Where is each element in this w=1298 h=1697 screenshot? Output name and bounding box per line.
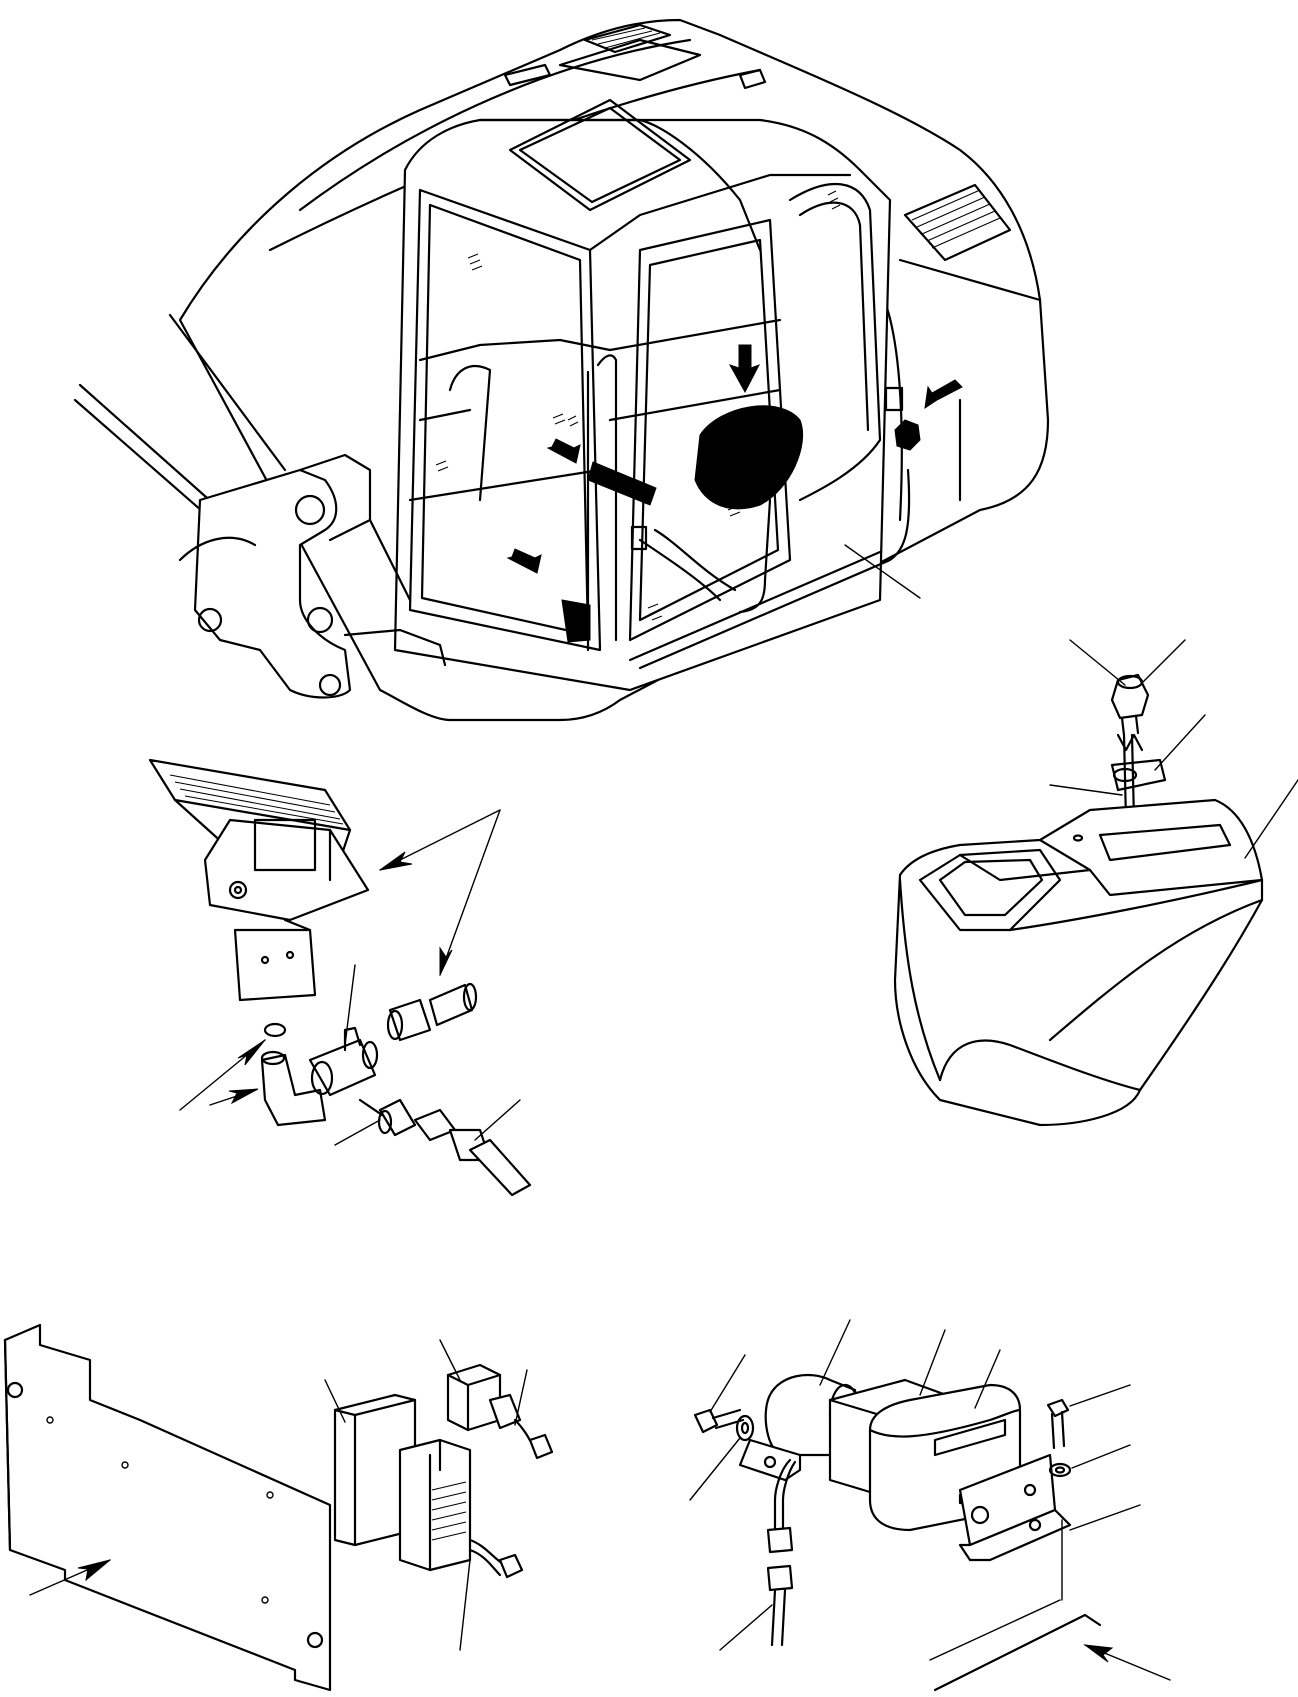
o-ring [263, 1022, 287, 1038]
switch-lead-wire [468, 1138, 532, 1197]
leader-line-harness [844, 544, 921, 599]
engine-hood-line [298, 38, 692, 212]
tee-fitting [308, 1038, 377, 1097]
console-top-recess [918, 848, 1062, 932]
roof-window [508, 98, 692, 212]
controller-panel-assembly [3, 1323, 554, 1692]
relay-unit [446, 1363, 502, 1432]
leader-lines-horn [689, 1319, 1171, 1681]
vent-grille-top [583, 23, 672, 54]
washer-left [735, 1414, 755, 1442]
horn-wire [773, 1458, 797, 1532]
location-arrows-cab [506, 344, 963, 574]
washer-right [1048, 1462, 1072, 1478]
connector-pin-rows [431, 1481, 467, 1541]
leader-lines-console [1049, 639, 1298, 859]
switch-mount-plate [1110, 758, 1167, 792]
horn-bracket [738, 1438, 802, 1482]
excavator-cab-overview [73, 18, 1050, 722]
relay-component-highlight [587, 461, 657, 506]
leader-lines-pedal [179, 809, 521, 1146]
hose-adapter [388, 998, 432, 1042]
cab-door-frame [628, 218, 792, 642]
pedal-valve-body [233, 928, 317, 1002]
horn-wire-connector [766, 1564, 794, 1592]
leader-lines-controller [29, 1339, 528, 1651]
pedal-tread-pattern [169, 774, 344, 825]
mount-bolt-left [693, 1408, 719, 1434]
controller-mount-panel [3, 1323, 332, 1692]
seat-component-highlight [694, 405, 804, 510]
operator-cab [393, 98, 892, 692]
wiring-harness [628, 468, 911, 670]
side-access-plate [884, 386, 904, 412]
travel-pedal-pressure-switch-assembly [148, 758, 532, 1197]
horn-component-highlight [894, 419, 921, 451]
cab-handrail [596, 354, 618, 642]
side-vent-grille [903, 183, 1012, 262]
elbow-fitting [260, 1053, 327, 1127]
controller-connector [398, 1438, 472, 1572]
console-box-switch-assembly [893, 639, 1298, 1127]
horn-relay-bracket-assembly [689, 1319, 1171, 1692]
floor-plate-edge [933, 1613, 1102, 1692]
console-box [893, 798, 1264, 1127]
pressure-switch [378, 1098, 417, 1137]
boom-bracket [73, 313, 447, 699]
pedal-component-highlight [561, 599, 591, 643]
front-windshield [408, 188, 602, 652]
